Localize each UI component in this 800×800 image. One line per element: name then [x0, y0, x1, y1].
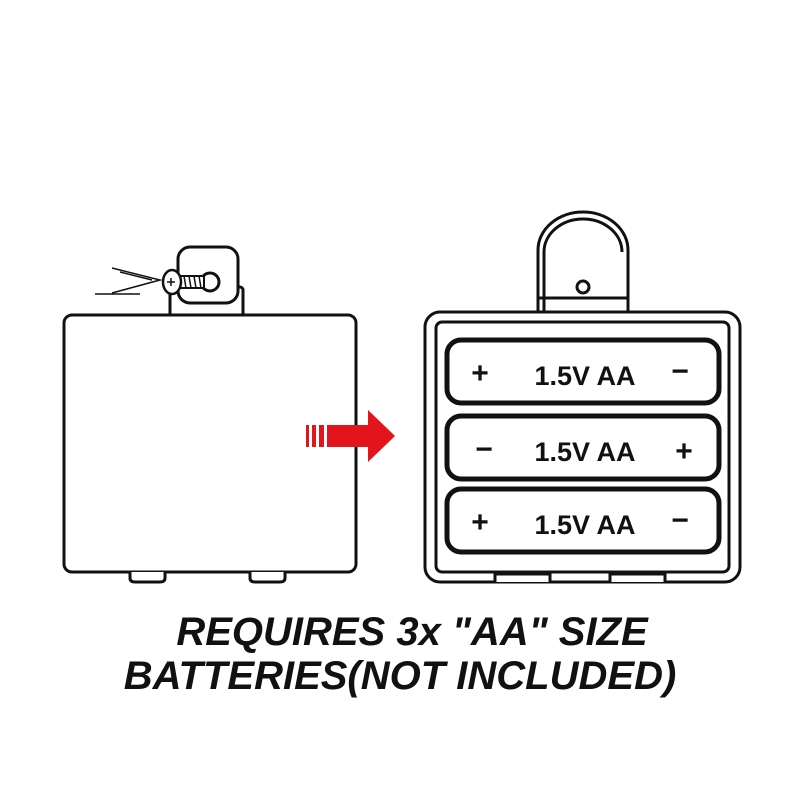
battery-2: − 1.5V AA +: [444, 413, 722, 482]
mounting-hole: [575, 279, 591, 295]
battery-3: + 1.5V AA −: [444, 486, 722, 555]
batteries: + 1.5V AA − − 1.5V AA + + 1.5V AA −: [444, 337, 722, 555]
battery-2-right-sign: +: [675, 435, 693, 468]
battery-3-right-sign: −: [671, 504, 689, 537]
battery-3-label: 1.5V AA: [534, 510, 635, 540]
battery-1: + 1.5V AA −: [444, 337, 722, 406]
battery-1-left-sign: +: [471, 357, 489, 390]
closed-battery-cover: [62, 245, 358, 584]
caption-line-1: REQUIRES 3x "AA" SIZE: [176, 610, 648, 654]
battery-1-right-sign: −: [671, 355, 689, 388]
red-direction-arrow-icon: [306, 410, 395, 462]
battery-3-left-sign: +: [471, 506, 489, 539]
screw-icon: [161, 268, 221, 296]
caption-line-2: BATTERIES(NOT INCLUDED): [123, 654, 677, 698]
battery-1-label: 1.5V AA: [534, 361, 635, 391]
screw-direction-arrow-icon: [95, 267, 163, 295]
battery-2-left-sign: −: [475, 433, 493, 466]
battery-2-label: 1.5V AA: [534, 437, 635, 467]
